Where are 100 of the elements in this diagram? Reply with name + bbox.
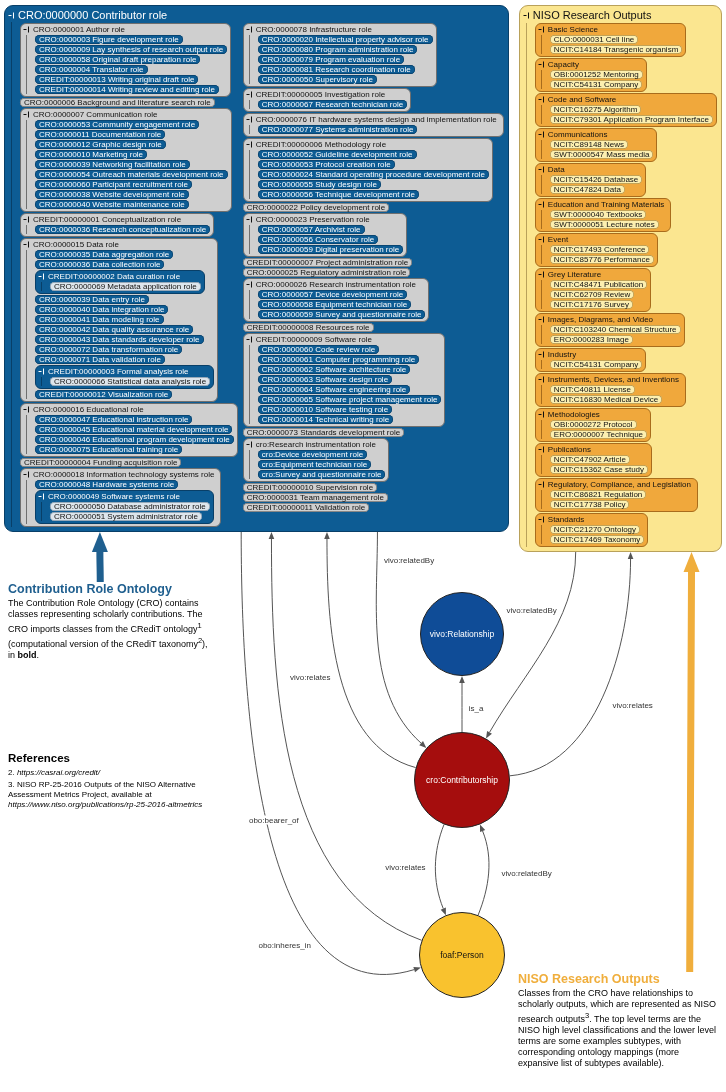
role-tag: CRO:0000060 Participant recruitment role [35, 180, 192, 189]
group-box [20, 108, 232, 212]
paragraph: The Contribution Role Ontology (CRO) contains classes representing scholarly contributions. The CRO imports classes from the CRediT ontology$^{1}$ (computational version of the CRediT taxonomy$^{2}$), in bold. [8, 598, 209, 661]
role-tag: CRO:0000010 Marketing role [35, 150, 148, 159]
term-tag: NCIT:C16275 Algorithm [549, 105, 642, 114]
group-heading: Event [547, 235, 569, 244]
group-box [534, 268, 652, 312]
role-tag: CRO:0000081 Research coordination role [257, 65, 415, 74]
role-tag: CRO:0000056 Technique development role [257, 190, 420, 199]
role-tag: CRO:0000056 Conservator role [257, 235, 379, 244]
role-tag: CRO:0000054 Outreach materials development role [35, 170, 228, 179]
role-tag: CREDIT:00000007 Project administration role [242, 258, 413, 267]
role-tag: CRO:0000014 Technical writing role [257, 415, 394, 424]
term-tag: OBI:0001252 Mentoring [549, 70, 643, 79]
section-heading: Contribution Role Ontology [8, 582, 172, 596]
group-box [35, 365, 215, 389]
group-box [534, 373, 686, 407]
term-tag: SWT:0000051 Lecture notes [549, 220, 659, 229]
group-box [534, 233, 658, 267]
class-circle: cro:Contributorship [414, 732, 510, 828]
term-tag: NCIT:C17493 Conference [549, 245, 650, 254]
group-heading: Basic Science [547, 25, 599, 34]
edge-label: obo:inheres_in [257, 940, 312, 950]
role-tag: CRO:0000052 Guideline development role [257, 150, 417, 159]
group-heading: CREDIT:00000005 Investigation role [255, 90, 386, 99]
role-tag: CRO:0000059 Digital preservation role [257, 245, 404, 254]
arrow [324, 532, 417, 769]
group-box [534, 513, 649, 547]
term-tag: NCIT:C48471 Publication [549, 280, 648, 289]
group-heading: CREDIT:00000002 Data curation role [48, 272, 181, 281]
group-box [242, 88, 412, 112]
term-tag: NCIT:C54131 Company [549, 360, 643, 369]
group-heading: CREDIT:00000001 Conceptualization role [33, 215, 182, 224]
role-tag: CRO:0000003 Figure development role [35, 35, 183, 44]
group-heading: Images, Diagrams, and Video [547, 315, 654, 324]
role-tag: CRO:0000079 Program evaluation role [257, 55, 405, 64]
role-tag: CRO:0000039 Data entry role [35, 295, 149, 304]
term-tag: NCIT:C15426 Database [549, 175, 643, 184]
group-heading: Industry [547, 350, 577, 359]
term-tag: NCIT:C17738 Policy [549, 500, 630, 509]
role-tag: CRO:0000061 Computer programming role [257, 355, 420, 364]
role-tag: cro:Survey and questionnaire role [257, 470, 386, 479]
group-box [534, 23, 687, 57]
term-tag: NCIT:C17469 Taxonomy [549, 535, 645, 544]
term-tag: NCIT:C62709 Review [549, 290, 635, 299]
edge-label: vivo:relatedBy [500, 868, 553, 878]
group-box [534, 408, 652, 442]
group-heading: Grey Literature [547, 270, 602, 279]
role-tag: CRO:0000031 Team management role [242, 493, 389, 502]
role-tag: CRO:0000077 Systems administration role [257, 125, 418, 134]
term-tag: NCIT:C47902 Article [549, 455, 630, 464]
group-heading: CRO:0000015 Data role [33, 240, 119, 249]
role-tag: CRO:0000053 Community engagement role [35, 120, 200, 129]
role-tag: CRO:0000048 Hardware systems role [35, 480, 179, 489]
role-tag: CRO:0000036 Research conceptualization role [35, 225, 211, 234]
term-tag: NCIT:C40811 License [549, 385, 636, 394]
term-tag: ERO:0000007 Technique [549, 430, 648, 439]
group-heading: Code and Software [547, 95, 617, 104]
role-tag: cro:Device development role [257, 450, 368, 459]
role-tag: CRO:0000024 Standard operating procedure development role [257, 170, 490, 179]
role-tag: CRO:0000046 Educational program development role [35, 435, 234, 444]
role-tag: CREDIT:00000012 Visualization role [35, 390, 173, 399]
role-tag: CRO:0000071 Data validation role [35, 355, 165, 364]
group-box [534, 478, 698, 512]
group-heading: CRO:0000049 Software systems role [48, 492, 181, 501]
term-tag: NCIT:C54131 Company [549, 80, 643, 89]
role-tag: CRO:0000075 Educational training role [35, 445, 183, 454]
role-tag: CREDIT:00000008 Resources role [242, 323, 374, 332]
group-box [35, 270, 205, 294]
role-tag: CRO:0000050 Supervisory role [257, 75, 377, 84]
group-heading: Education and Training Materials [547, 200, 665, 209]
edge-label: vivo:relates [611, 700, 654, 710]
class-circle: vivo:Relationship [420, 592, 504, 676]
arrow [434, 824, 446, 916]
group-heading: CRO:0000023 Preservation role [255, 215, 370, 224]
role-tag: CRO:0000050 Database administrator role [50, 502, 210, 511]
group-heading: Capacity [547, 60, 579, 69]
class-circle: foaf:Person [419, 912, 505, 998]
group-box [242, 138, 494, 202]
group-heading: Regulatory, Compliance, and Legislation [547, 480, 691, 489]
role-tag: CRO:0000043 Data standards developer role [35, 335, 204, 344]
edge-label: vivo:relatedBy [382, 555, 436, 564]
group-heading: CRO:0000001 Author role [33, 25, 126, 34]
arrow [486, 551, 577, 739]
group-heading: CREDIT:00000009 Software role [255, 335, 372, 344]
group-box [20, 403, 238, 457]
term-tag: SWT:0000547 Mass media [549, 150, 654, 159]
term-tag: NCIT:C89148 News [549, 140, 629, 149]
panel [4, 5, 509, 532]
role-tag: CRO:0000073 Standards development role [242, 428, 405, 437]
group-heading: Instruments, Devices, and Inventions [547, 375, 679, 384]
term-tag: NCIT:C21270 Ontology [549, 525, 641, 534]
group-heading: Publications [547, 445, 591, 454]
role-tag: CRO:0000006 Background and literature search role [20, 98, 215, 107]
group-box [242, 333, 446, 427]
role-tag: CRO:0000051 System administrator role [50, 512, 203, 521]
term-tag: NCIT:C17176 Survey [549, 300, 633, 309]
role-tag: CRO:0000022 Policy development role [242, 203, 390, 212]
arrow [240, 531, 421, 975]
group-box [534, 198, 672, 232]
